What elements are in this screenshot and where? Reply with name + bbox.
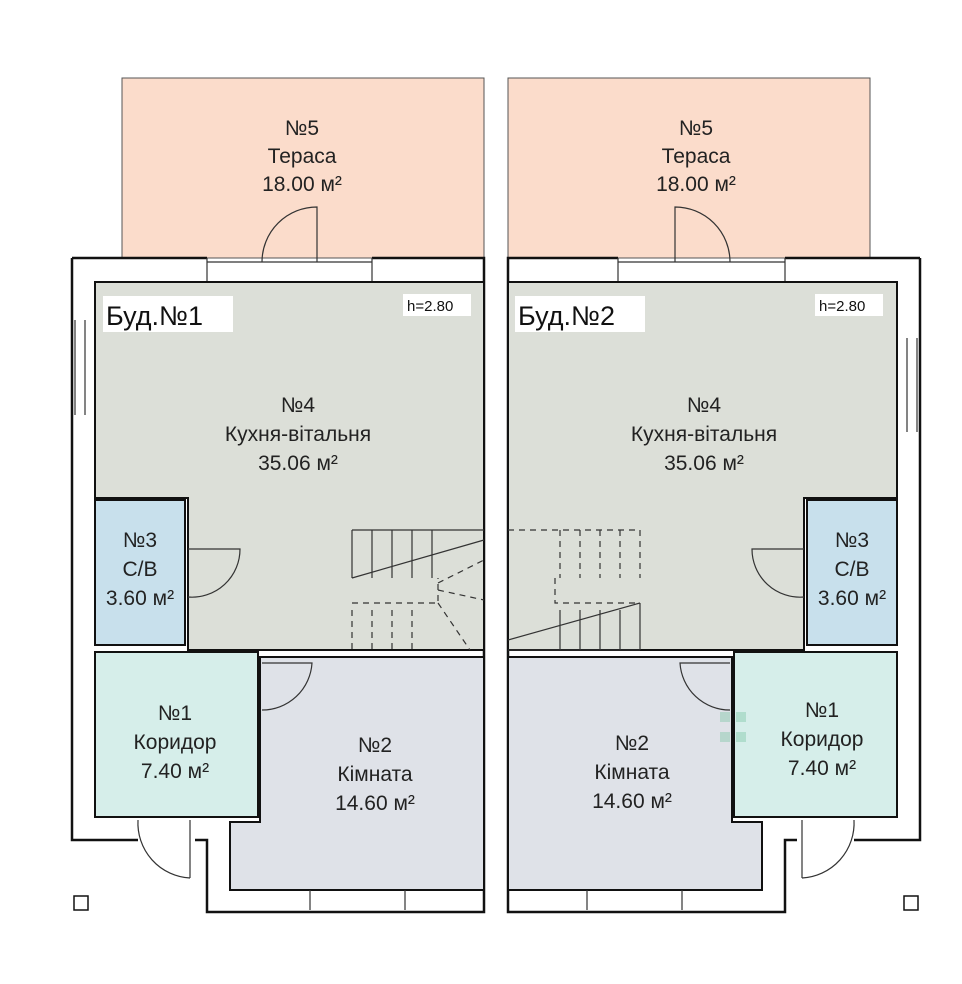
building-1-label-bg — [103, 296, 233, 332]
corridor-1 — [94, 651, 259, 818]
window-left-1 — [74, 320, 86, 415]
bathroom-1 — [94, 499, 186, 646]
room-2-1-name: Кімната — [337, 763, 413, 786]
building-2-label: Буд.№2 — [518, 301, 615, 331]
kitchen-1-number: №4 — [281, 394, 316, 417]
building-2-height: h=2.80 — [819, 298, 865, 315]
entrance-door-1 — [137, 819, 191, 879]
terrace-door-2 — [617, 206, 786, 282]
corridor-2-number: №1 — [805, 699, 839, 722]
room-2-1 — [229, 656, 485, 891]
window-right-2 — [906, 338, 918, 432]
terrace-2 — [507, 77, 871, 259]
kitchen-1-area: 35.06 м² — [258, 452, 338, 475]
kitchen-2-name: Кухня-вітальня — [631, 423, 777, 446]
room-2-2-area: 14.60 м² — [592, 790, 672, 813]
bathroom-2-name: С/В — [834, 558, 869, 581]
building-1: Буд.№1 h=2.80 №5 Тераса 18.00 м² №4 Кухн… — [70, 77, 486, 914]
terrace-1-number: №5 — [285, 117, 319, 140]
terrace-1-area: 18.00 м² — [262, 173, 342, 196]
bathroom-door-1 — [187, 548, 241, 598]
room-2-1-number: №2 — [358, 734, 392, 757]
bathroom-1-name: С/В — [122, 558, 157, 581]
kitchen-2-number: №4 — [687, 394, 722, 417]
building-2: Буд.№2 h=2.80 №5 Тераса 18.00 м² №4 Кухн… — [506, 77, 922, 914]
building-1-label: Буд.№1 — [106, 301, 203, 331]
bathroom-2-area: 3.60 м² — [818, 587, 886, 610]
bathroom-1-number: №3 — [123, 529, 157, 552]
terrace-1-name: Тераса — [268, 145, 337, 168]
building-2-label-bg — [515, 296, 645, 332]
corridor-2-area: 7.40 м² — [788, 757, 856, 780]
bathroom-door-2 — [751, 548, 805, 598]
window-bottom-1 — [309, 890, 406, 910]
entrance-door-2 — [801, 819, 855, 879]
corridor-1-area: 7.40 м² — [141, 760, 209, 783]
terrace-2-number: №5 — [679, 117, 713, 140]
corridor-1-number: №1 — [158, 702, 192, 725]
kitchen-1 — [94, 281, 485, 651]
kitchen-2-area: 35.06 м² — [664, 452, 744, 475]
bathroom-1-area: 3.60 м² — [106, 587, 174, 610]
height-label-bg — [815, 294, 883, 316]
terrace-2-name: Тераса — [662, 145, 731, 168]
corridor-2 — [733, 651, 898, 818]
building-1-height: h=2.80 — [407, 298, 453, 315]
outer-wall-1 — [70, 256, 486, 914]
height-label-bg — [403, 294, 471, 316]
window-bottom-2 — [586, 890, 683, 910]
room-door-2 — [679, 662, 731, 711]
room-2-1-area: 14.60 м² — [335, 792, 415, 815]
bathroom-2 — [806, 499, 898, 646]
watermark-logo — [720, 712, 746, 742]
staircase-1 — [351, 529, 485, 651]
kitchen-1-name: Кухня-вітальня — [225, 423, 371, 446]
corridor-2-name: Коридор — [781, 728, 864, 751]
room-door-1 — [261, 662, 313, 711]
bathroom-2-number: №3 — [835, 529, 869, 552]
terrace-1 — [121, 77, 485, 259]
outer-wall-2 — [506, 256, 922, 914]
terrace-2-area: 18.00 м² — [656, 173, 736, 196]
column-2 — [903, 895, 919, 911]
room-2-2-number: №2 — [615, 732, 649, 755]
room-2-2-name: Кімната — [594, 761, 670, 784]
staircase-2 — [507, 529, 641, 651]
column-1 — [73, 895, 89, 911]
room-2-2 — [507, 656, 763, 891]
corridor-1-name: Коридор — [134, 731, 217, 754]
terrace-door-1 — [206, 206, 373, 282]
